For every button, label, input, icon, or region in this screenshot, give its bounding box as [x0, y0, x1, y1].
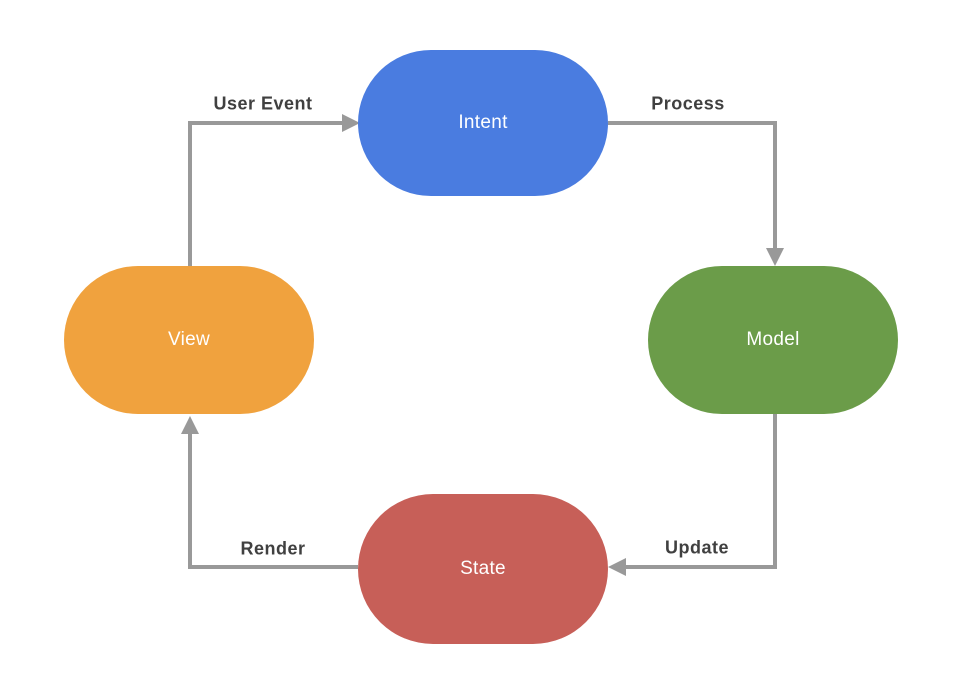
- node-state-label: State: [460, 558, 506, 579]
- node-model: Model: [648, 266, 898, 414]
- edge-label-render: Render: [240, 538, 306, 559]
- edge-view-to-intent-arrow: [188, 114, 360, 267]
- edge-model-to-state-arrow: [608, 414, 777, 576]
- edge-label-user-event: User Event: [213, 93, 313, 114]
- edge-label-update: Update: [664, 537, 730, 558]
- node-view-label: View: [167, 329, 211, 350]
- edge-intent-to-model-arrow: [608, 121, 784, 266]
- node-state: State: [358, 494, 608, 644]
- node-view: View: [64, 266, 314, 414]
- node-intent-label: Intent: [458, 112, 508, 133]
- edge-label-process: Process: [651, 93, 725, 114]
- node-intent: Intent: [358, 50, 608, 196]
- node-model-label: Model: [746, 329, 800, 350]
- edge-state-to-view-arrow: [181, 416, 358, 569]
